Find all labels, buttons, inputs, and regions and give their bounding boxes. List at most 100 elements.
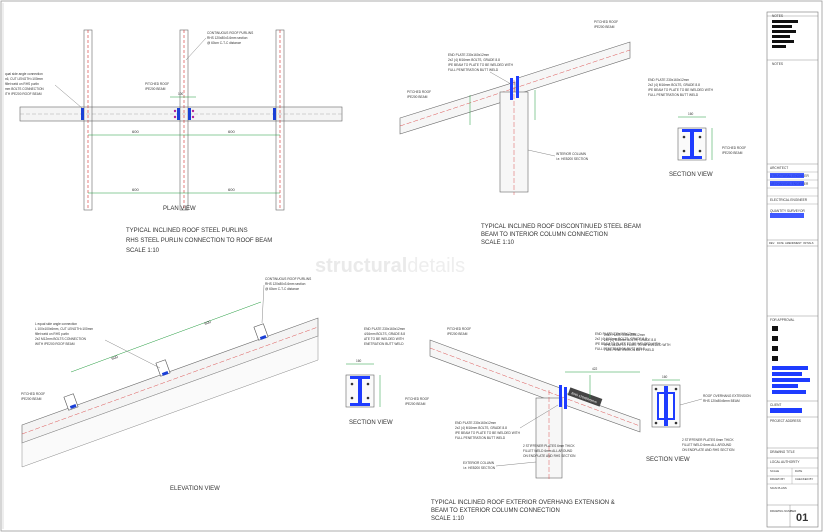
section-view-2: 160 END PLATE 230x160x12mm 4/16mm BOLTS,… [345, 327, 430, 426]
plan-view-label: PLAN VIEW [163, 206, 196, 212]
section3-bolt [674, 387, 678, 391]
plan-dim-100: 100 [178, 92, 184, 96]
exterior-roof-beam [429, 339, 561, 405]
section3-dim: 160 [662, 375, 668, 379]
elevation-leader [261, 284, 265, 324]
interior-endplate-2 [516, 76, 519, 98]
section3-bolt [654, 421, 658, 425]
plan-leader [185, 37, 207, 61]
plan-caption: TYPICAL INCLINED ROOF STEEL PURLINS RHS … [126, 228, 274, 254]
project-address-label: PROJECT ADDRESS [770, 419, 801, 423]
section1-bolt [682, 149, 686, 153]
section2-bolt [366, 382, 370, 386]
elevation-angle-2 [161, 371, 169, 376]
section2-endplate-note: END PLATE 230x160x12mm 4/16mm BOLTS, GRA… [364, 327, 406, 346]
elevation-dim-600: 600 [204, 319, 213, 326]
section1-bolt [698, 149, 702, 153]
elevation-view-label: ELEVATION VIEW [170, 486, 220, 492]
plan-bolt [191, 115, 195, 119]
plan-angle-1 [81, 108, 84, 120]
exterior-beam-top-label: PITCHED ROOF IPE200 BEAM [447, 327, 472, 336]
section1-web [690, 129, 694, 159]
redacted-line [772, 45, 786, 48]
elevation-left-note: L equal side angle connection L 100x100x… [35, 322, 94, 346]
plan-left-note: qual side angle connection x6, CUT LENGT… [5, 72, 45, 96]
section3-overhang-note: ROOF OVERHANG EXTENSION RHS 120x80x5mm B… [703, 394, 752, 403]
section2-web [358, 376, 362, 406]
section1-endplate-note: END PLATE 230x160x12mm 2x2 (4) M16mm BOL… [648, 78, 714, 97]
section3-leader [679, 398, 703, 406]
exterior-leader [495, 461, 537, 467]
section2-dim: 160 [356, 359, 362, 363]
plan-angle-2b [188, 108, 191, 120]
exterior-overhang-rhs [564, 392, 641, 433]
interior-column-note: INTERIOR COLUMN i.e. HEB200 SECTION [556, 152, 589, 161]
exterior-beam-axis [429, 347, 641, 427]
section2-bolt [350, 396, 354, 400]
section1-bolt [682, 135, 686, 139]
interior-caption: TYPICAL INCLINED ROOF DISCONTINUED STEEL… [481, 224, 643, 246]
elevation-purlin-note: CONTINUOUS ROOF PURLINS RHS 120x80x3.6mm… [265, 277, 312, 291]
redacted-logo [772, 356, 778, 361]
exterior-column [535, 397, 563, 479]
revision-headers: REV. DATE AMENDMENT INITIALS [769, 241, 814, 245]
client-value-redacted [770, 408, 802, 413]
section1-dim: 160 [688, 112, 694, 116]
elevation-angle-3 [259, 335, 267, 340]
drawing-number-label: DRAWING NUMBER [770, 509, 796, 513]
elevation-beam-axis [21, 326, 319, 435]
plan-dim-600: 600 [228, 129, 235, 134]
elevation-angle-1 [69, 404, 77, 409]
section-view-1: 160 END PLATE 230x160x12mm 2x2 (4) M16mm… [648, 78, 747, 178]
interior-leader [527, 149, 556, 157]
section2-bolt [366, 396, 370, 400]
section3-stiffener-note: 2 STIFFENER PLATES 6mm THICK FILLET WELD… [682, 438, 735, 452]
drawing-number: 01 [796, 512, 808, 524]
drawing-title-label: DRAWING TITLE [770, 450, 795, 454]
elevation-view: 600 600 CONTINUOUS ROOF PURLINS RHS 120x… [21, 277, 319, 492]
redacted-line [772, 25, 792, 28]
redacted-logo [772, 346, 778, 351]
elevation-leader [104, 339, 161, 369]
section3-stiffener [664, 386, 668, 426]
section1-flange-top [682, 129, 702, 132]
plan-beam-label: PITCHED ROOF IPE200 BEAM [145, 82, 170, 91]
redacted-line [772, 384, 798, 388]
section2-beam-label: PITCHED ROOF IPE200 BEAM [405, 397, 430, 406]
notes-heading-2: NOTES [772, 62, 783, 66]
exterior-endplate-1 [559, 385, 562, 407]
consultant-highlight [770, 213, 804, 218]
exterior-endplate-2 [564, 387, 567, 409]
plan-bolt [173, 115, 177, 119]
plan-purlin-note: CONTINUOUS ROOF PURLINS RHS 120x80x3.6mm… [207, 31, 254, 45]
elevation-beam-web [21, 335, 319, 468]
section1-view-label: SECTION VIEW [669, 172, 713, 178]
interior-beam-left-label: PITCHED ROOF IPE200 BEAM [407, 90, 432, 99]
watermark: structuraldetails [315, 255, 465, 277]
redacted-line [772, 30, 796, 33]
interior-beam-top-label: PITCHED ROOF IPE200 BEAM [594, 20, 619, 29]
drawing-meta-labels: SCALE DATE DRAWN BY CHECKED BY SIGN PLAN… [770, 469, 814, 490]
section2-flange-bottom [350, 403, 370, 406]
redacted-line [772, 35, 790, 38]
interior-endplate-note: END PLATE 230x160x12mm 2x2 (4) M16mm BOL… [448, 53, 514, 72]
elevation-dim-line [162, 301, 262, 339]
redacted-line [772, 372, 802, 376]
exterior-column-note: EXTERIOR COLUMN i.e. HEB200 SECTION [463, 461, 496, 470]
plan-dim-600: 600 [132, 187, 139, 192]
section1-flange-bottom [682, 156, 702, 159]
interior-endplate-1 [510, 78, 513, 100]
exterior-connection-view: RHS 120x80x5mm 422 PITCHED ROOF IPE200 B… [429, 327, 661, 522]
plan-dim-600: 600 [132, 129, 139, 134]
consultant-highlight [770, 181, 804, 186]
redacted-line [772, 390, 806, 394]
section2-view-label: SECTION VIEW [349, 420, 393, 426]
interior-beam-axis [399, 49, 631, 127]
section1-beam-label: PITCHED ROOF IPE200 BEAM [722, 146, 747, 155]
title-block: NOTES NOTES ARCHITECT STRUCTURAL ENGINEE… [766, 11, 819, 528]
section-view-3: 160 END PLATE 230x160x12mm 2x2 (4) M16mm… [604, 333, 752, 463]
redacted-line [772, 378, 810, 382]
elevation-dim-line [70, 337, 164, 373]
